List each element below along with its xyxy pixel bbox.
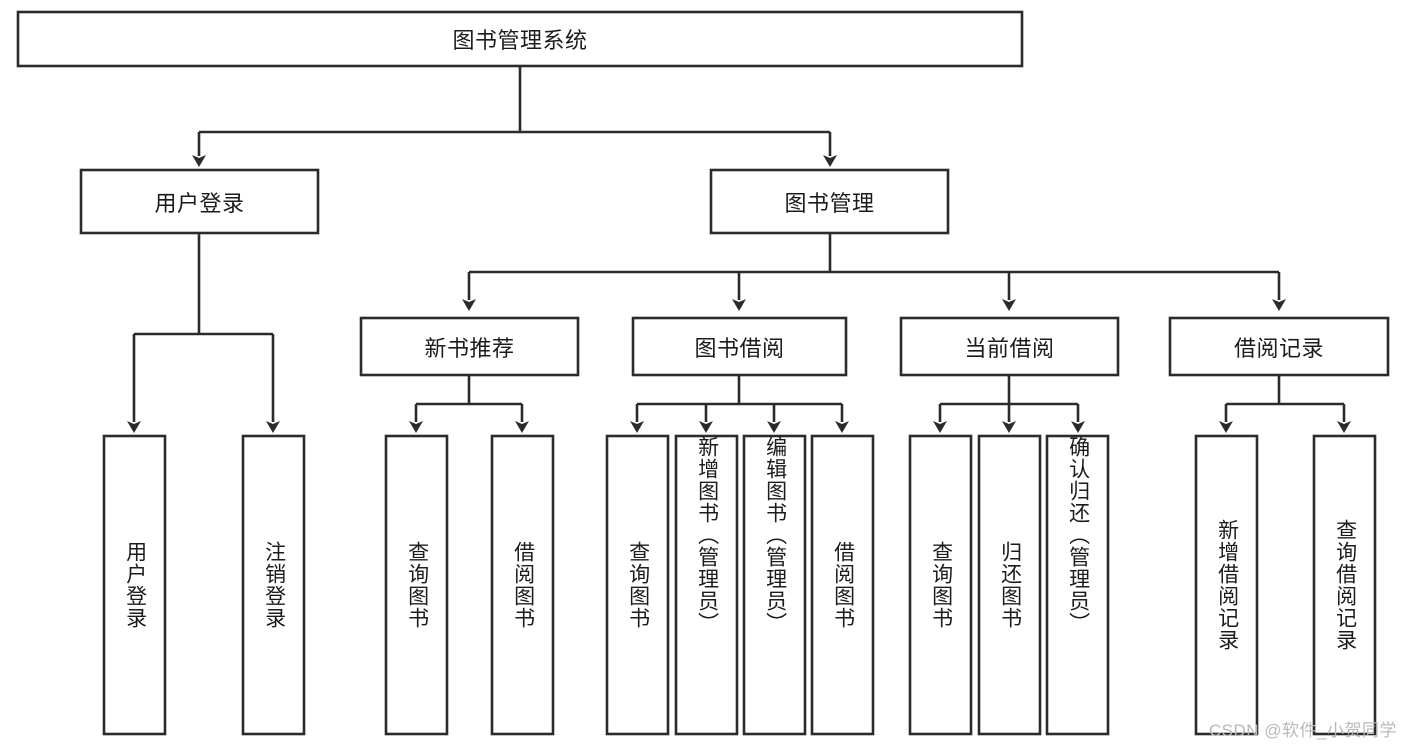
node-root[interactable] — [16, 10, 1024, 68]
node-leaf-confirm-return[interactable] — [1045, 434, 1110, 736]
node-leaf-logout[interactable] — [241, 434, 306, 736]
node-book-manage[interactable] — [709, 168, 950, 235]
node-leaf-user-login[interactable] — [102, 434, 167, 736]
node-leaf-add-record[interactable] — [1194, 434, 1259, 736]
nodes — [16, 10, 1390, 736]
node-current-borrow[interactable] — [899, 316, 1120, 377]
node-new-book-rec[interactable] — [359, 316, 580, 377]
node-leaf-query-book-3[interactable] — [908, 434, 973, 736]
node-leaf-query-book-1[interactable] — [384, 434, 449, 736]
node-book-borrow[interactable] — [631, 316, 848, 377]
node-leaf-edit-book[interactable] — [742, 434, 807, 736]
connectors — [127, 66, 1351, 433]
node-leaf-return-book[interactable] — [977, 434, 1042, 736]
node-leaf-borrow-book-1[interactable] — [490, 434, 555, 736]
node-leaf-query-book-2[interactable] — [605, 434, 670, 736]
watermark: CSDN @软件_小贺同学 — [1208, 721, 1397, 740]
node-user-login[interactable] — [79, 168, 320, 235]
node-leaf-borrow-book-2[interactable] — [810, 434, 875, 736]
node-leaf-query-record[interactable] — [1312, 434, 1377, 736]
node-borrow-record[interactable] — [1168, 316, 1390, 377]
node-leaf-add-book[interactable] — [674, 434, 739, 736]
